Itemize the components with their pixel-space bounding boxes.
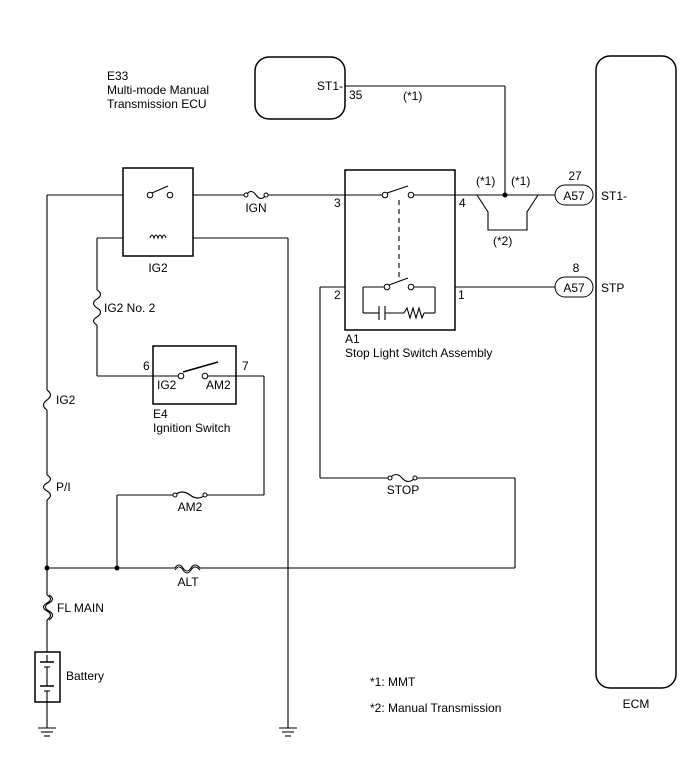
- pin-1: 1: [458, 288, 465, 302]
- term-am2: AM2: [206, 378, 231, 392]
- switch-code: A1: [345, 332, 360, 346]
- junction-note-right: (*1): [511, 174, 530, 188]
- fuse-fl-main: FL MAIN: [42, 594, 104, 621]
- ignition-code: E4: [153, 407, 168, 421]
- junction-note-left: (*1): [476, 174, 495, 188]
- legend-notes: *1: MMT *2: Manual Transmission: [370, 675, 501, 715]
- fuse-ig2: IG2: [42, 389, 76, 411]
- ecu-pin-name: ST1-: [317, 79, 343, 93]
- ecu-code: E33: [107, 69, 129, 83]
- ecm-pin2-name: STP: [601, 281, 624, 295]
- pin-4: 4: [459, 196, 466, 210]
- svg-text:FL MAIN: FL MAIN: [57, 601, 104, 615]
- ecu-name-line2: Transmission ECU: [107, 97, 207, 111]
- svg-text:IG2: IG2: [56, 393, 76, 407]
- pin-6: 6: [143, 359, 150, 373]
- ecm-connector-1: A57: [563, 189, 585, 203]
- fuse-stop: STOP: [387, 473, 419, 497]
- ground-symbol: [38, 727, 56, 737]
- fuse-pi: P/I: [42, 474, 71, 501]
- fuse-am2: AM2: [172, 491, 208, 514]
- ecm-pin1-number: 27: [568, 169, 582, 183]
- svg-text:STOP: STOP: [387, 483, 419, 497]
- pin-2: 2: [334, 288, 341, 302]
- ecu-wire-note: (*1): [403, 89, 422, 103]
- fuse-ign: IGN: [243, 190, 269, 215]
- pin-7: 7: [242, 359, 249, 373]
- junction-note-bottom: (*2): [493, 234, 512, 248]
- svg-text:IG2 No. 2: IG2 No. 2: [104, 301, 156, 315]
- ecm: ECM A57 27 ST1- A57 8 STP: [554, 55, 677, 711]
- battery: Battery: [34, 651, 104, 703]
- svg-text:P/I: P/I: [56, 480, 71, 494]
- ignition-switch: 6 7 IG2 AM2 E4 Ignition Switch: [143, 345, 249, 435]
- ignition-name: Ignition Switch: [153, 421, 230, 435]
- ecu-pin-number: 35: [349, 88, 363, 102]
- fuse-alt: ALT: [174, 564, 201, 589]
- ecm-label: ECM: [623, 697, 650, 711]
- ground-symbol: [279, 727, 297, 737]
- pin-3: 3: [334, 196, 341, 210]
- fuse-ig2-no2: IG2 No. 2: [92, 289, 156, 326]
- switch-name: Stop Light Switch Assembly: [345, 346, 492, 360]
- battery-label: Battery: [66, 669, 104, 683]
- ig2-relay: IG2: [122, 167, 194, 275]
- mmt-ecu: E33 Multi-mode Manual Transmission ECU S…: [107, 56, 422, 120]
- note-2: *2: Manual Transmission: [370, 701, 501, 715]
- term-ig2: IG2: [157, 378, 177, 392]
- svg-text:AM2: AM2: [178, 500, 203, 514]
- note-1: *1: MMT: [370, 675, 416, 689]
- ecu-name-line1: Multi-mode Manual: [107, 83, 209, 97]
- ig2-relay-label: IG2: [148, 261, 168, 275]
- svg-text:ALT: ALT: [177, 575, 199, 589]
- ecm-pin2-number: 8: [573, 261, 580, 275]
- stop-light-switch: 3 4 2 1 A1 Stop Light Switch Assembly: [334, 169, 492, 360]
- ecm-connector-2: A57: [563, 281, 585, 295]
- svg-text:IGN: IGN: [245, 201, 266, 215]
- wires: [46, 85, 555, 728]
- ecm-pin1-name: ST1-: [601, 189, 627, 203]
